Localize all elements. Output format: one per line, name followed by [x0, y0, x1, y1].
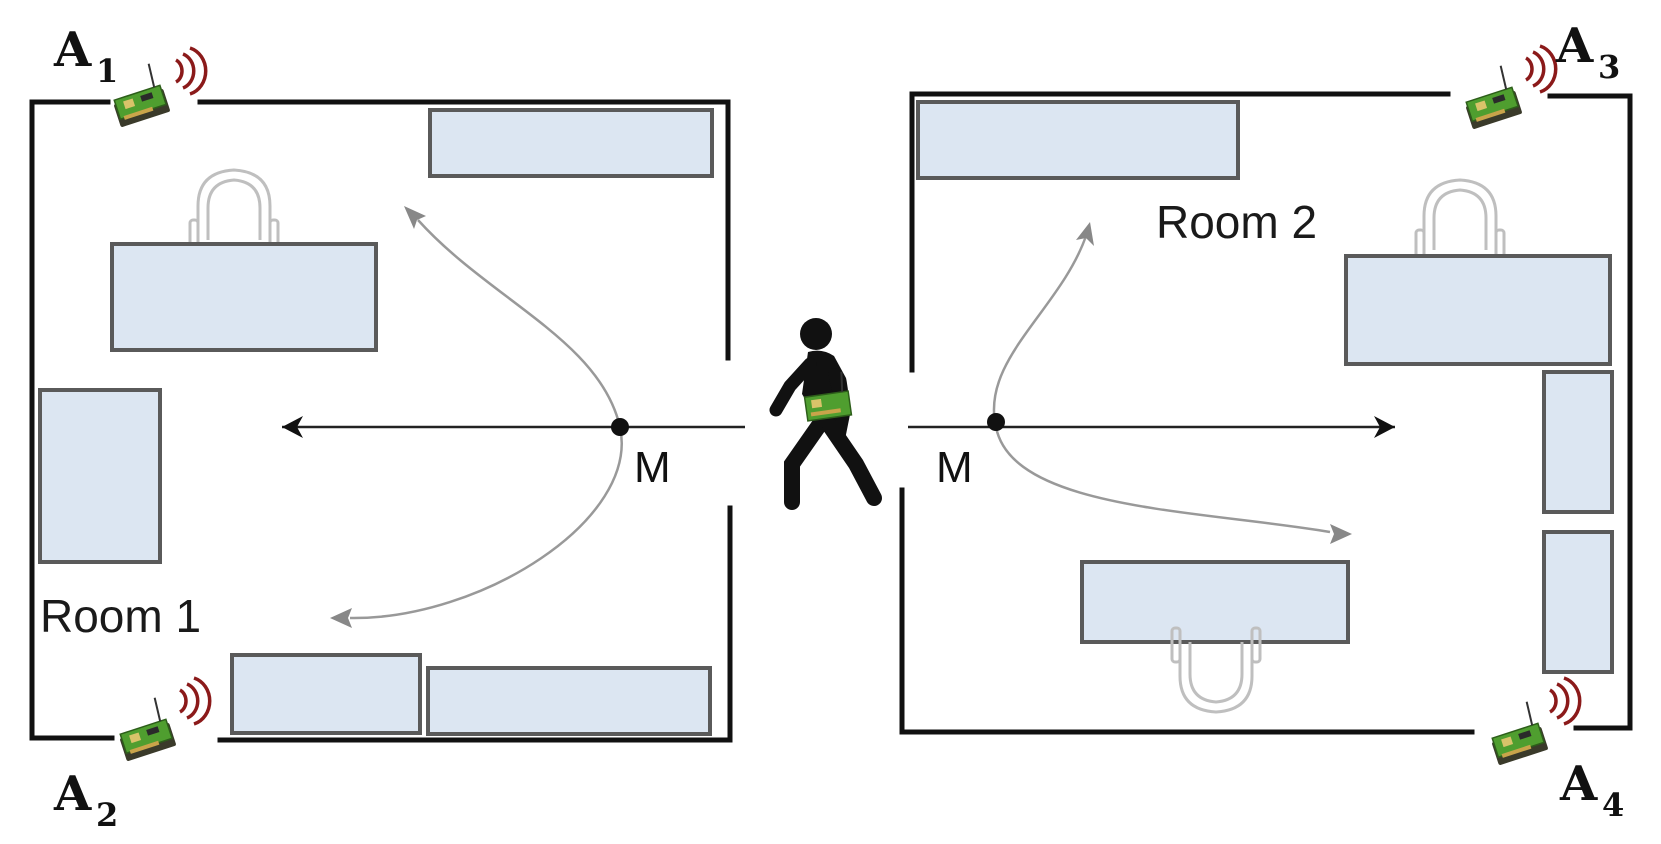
room-1-cabinet-bottom-left: [230, 653, 422, 735]
room-2-desk: [1344, 254, 1612, 366]
arrowhead-icon: [1374, 416, 1395, 438]
point-m-room-2: [987, 413, 1005, 431]
room-1-label: Room 1: [40, 590, 201, 642]
anchor-a4-letter: A: [1559, 756, 1598, 812]
room-2-desk-bottom: [1080, 560, 1350, 644]
room-1-cabinet-top: [428, 108, 714, 178]
room-1-desk: [110, 242, 378, 352]
wifi-anchor-icon: [103, 46, 208, 129]
room-1-cabinet-left: [38, 388, 162, 564]
anchor-a4: A 4: [1481, 676, 1624, 824]
anchor-a1-letter: A: [53, 22, 92, 78]
room-1: Room 1 M: [29, 99, 745, 743]
anchor-a2-letter: A: [53, 766, 92, 822]
arrowhead-icon: [404, 206, 426, 229]
room-2-measurement-axis: [908, 416, 1395, 438]
room-2-cabinet-right-top: [1542, 370, 1614, 514]
arrowhead-icon: [1330, 524, 1352, 544]
room-1-measurement-axis: [282, 416, 745, 438]
wifi-anchor-icon: [1481, 676, 1582, 767]
room-2-cabinet-right-bottom: [1542, 530, 1614, 674]
room-2-cabinet-top: [916, 100, 1240, 180]
room-1-walls: [29, 99, 733, 743]
chair-icon: [1414, 178, 1506, 266]
room-2-label: Room 2: [1156, 196, 1317, 248]
arrowhead-icon: [282, 416, 303, 438]
wifi-anchor-icon: [1455, 44, 1558, 131]
anchor-a2: A 2: [53, 676, 212, 834]
room-2: Room 2 M: [899, 91, 1633, 735]
room-2-trajectory: [992, 222, 1352, 544]
arrowhead-icon: [1076, 222, 1094, 246]
anchor-a2-subscript: 2: [96, 796, 118, 834]
room-2-walls: [899, 91, 1633, 735]
anchor-a3: A 3: [1455, 18, 1620, 131]
anchor-a3-subscript: 3: [1598, 48, 1620, 86]
anchor-a1: A 1: [53, 22, 208, 129]
point-m-label-room-1: M: [634, 443, 671, 492]
arrowhead-icon: [330, 608, 352, 628]
anchor-a4-subscript: 4: [1602, 786, 1624, 824]
wifi-anchor-icon: [109, 676, 212, 763]
anchor-a3-letter: A: [1555, 18, 1594, 74]
point-m-room-1: [611, 418, 629, 436]
point-m-label-room-2: M: [936, 443, 973, 492]
room-1-cabinet-bottom-right: [426, 666, 712, 736]
anchor-a1-subscript: 1: [96, 52, 118, 90]
walking-person-icon: [769, 318, 882, 510]
chair-icon: [188, 168, 280, 256]
